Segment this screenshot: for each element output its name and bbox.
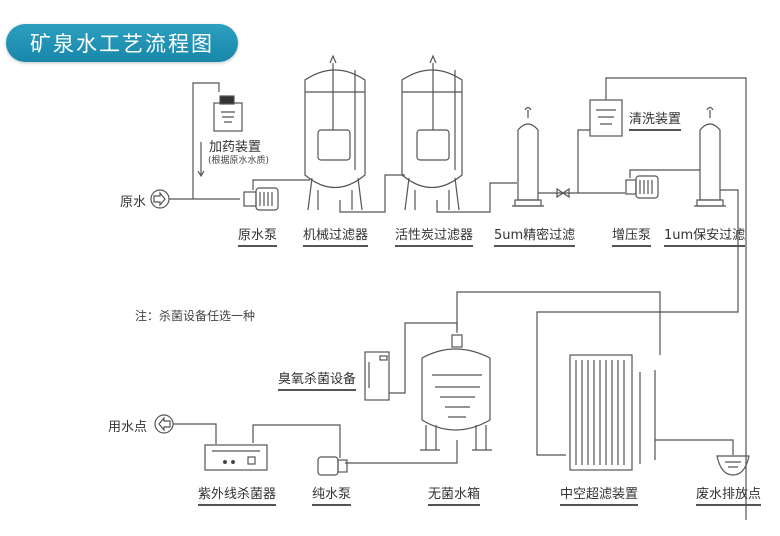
- pipe-uf-tank: [456, 291, 661, 355]
- pipe-purepump-uv: [252, 424, 341, 458]
- mech-filter-icon: [304, 54, 366, 211]
- raw-pump-icon: [243, 187, 279, 211]
- outlet-label: 用水点: [108, 420, 148, 435]
- uf-unit-icon: [569, 354, 656, 471]
- pipe-cleaning: [577, 77, 747, 520]
- pipe-pump-mech: [252, 179, 310, 190]
- pipe-dosing: [192, 82, 220, 199]
- pipe-uf-drain: [655, 439, 734, 455]
- drain-label: 废水排放点: [696, 483, 762, 506]
- inlet-icon: [150, 189, 170, 209]
- sterile-tank-label: 无菌水箱: [428, 483, 481, 506]
- pure-pump-icon: [317, 456, 348, 476]
- carbon-filter-label: 活性炭过滤器: [395, 224, 474, 247]
- valve-icon: [556, 187, 570, 199]
- pipe-uv-outlet: [173, 423, 217, 444]
- drain-icon: [716, 455, 750, 476]
- precision-filter-label: 5um精密过滤: [494, 224, 576, 247]
- mech-filter-label: 机械过滤器: [303, 224, 369, 247]
- booster-pump-label: 增压泵: [612, 224, 652, 247]
- booster-pump-icon: [625, 175, 659, 199]
- raw-pump-label: 原水泵: [238, 224, 278, 247]
- dosing-tank-icon: [213, 95, 243, 132]
- dosing-sublabel: (根据原水水质): [208, 156, 270, 166]
- pipe-1um-uf: [536, 189, 739, 456]
- dosing-label: 加药装置: [209, 140, 262, 155]
- ozone-label: 臭氧杀菌设备: [278, 368, 357, 391]
- ozone-unit-icon: [364, 351, 390, 401]
- security-filter-label: 1um保安过滤: [664, 224, 746, 247]
- carbon-filter-icon: [401, 54, 463, 211]
- pipe-mech-carbon: [339, 174, 405, 213]
- outlet-icon: [154, 414, 174, 434]
- uv-label: 紫外线杀菌器: [198, 483, 277, 506]
- page-title: 矿泉水工艺流程图: [30, 32, 214, 56]
- precision-filter-icon: [512, 106, 544, 207]
- cleaning-label: 清洗装置: [629, 108, 682, 131]
- cleaning-tank-icon: [589, 99, 623, 137]
- pipe-carbon-5um: [436, 182, 517, 213]
- security-filter-icon: [694, 106, 726, 207]
- title-banner: 矿泉水工艺流程图: [6, 24, 238, 62]
- sterile-tank-icon: [420, 334, 492, 451]
- uf-label: 中空超滤装置: [560, 483, 639, 506]
- uv-unit-icon: [204, 444, 268, 471]
- pipe-booster-1um: [629, 169, 700, 178]
- inlet-label: 原水: [120, 195, 147, 210]
- pipe-tank-purepump: [345, 440, 458, 464]
- note-text: 注：杀菌设备任选一种: [135, 309, 256, 323]
- dosing-arrow: [197, 142, 205, 178]
- pure-pump-label: 纯水泵: [312, 483, 352, 506]
